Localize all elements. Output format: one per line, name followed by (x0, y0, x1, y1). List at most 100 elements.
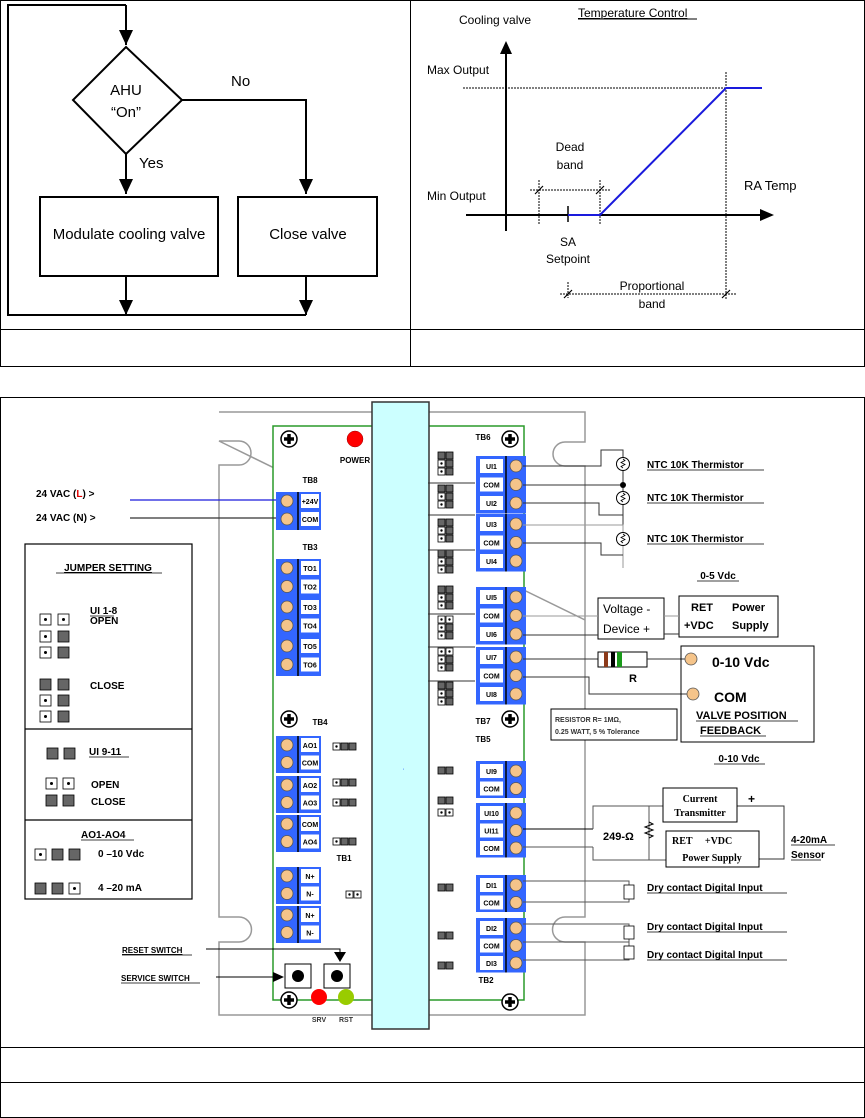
thermistor-wiring (523, 449, 624, 568)
prop-band-label-2: band (639, 297, 666, 311)
resistor-note (550, 708, 678, 741)
jumper-icon (437, 623, 446, 632)
x-axis-arrow (760, 209, 774, 221)
jumper-icon (437, 697, 446, 706)
jumper-icon (68, 882, 81, 895)
service-switch-label: SERVICE SWITCH (121, 974, 190, 983)
jumper-icon (45, 777, 58, 790)
prop-band-tick-2 (721, 289, 731, 299)
terminal-screw (509, 878, 523, 892)
yes-label: Yes (139, 155, 163, 172)
terminal-label: TO1 (303, 566, 317, 573)
sensor-label-1: 4-20mA (791, 835, 827, 846)
jumper-icon (332, 798, 341, 807)
jumper-icon (437, 601, 446, 610)
graph-title: Temperature Control (578, 6, 687, 20)
v010-ps-label-1: RET +VDC (672, 836, 732, 847)
jumper-icon (62, 777, 75, 790)
249-ohm-label: 249-Ω (603, 831, 634, 843)
terminal-label: COM (302, 517, 319, 524)
jumper-icon (437, 526, 446, 535)
terminal-screw (280, 738, 294, 752)
terminal-label: N+ (305, 874, 314, 881)
terminal-screw (280, 778, 294, 792)
arrow-head-decision (119, 30, 133, 45)
jumper-icon (437, 557, 446, 566)
wiring-caption-cell-1 (0, 1047, 865, 1083)
flowchart: AHU “On” Yes No Modulate cooling valve C… (7, 4, 378, 316)
reset-switch[interactable] (323, 963, 351, 989)
terminal-label: TO4 (303, 624, 317, 631)
terminal-screw (509, 669, 523, 682)
terminal-block-label-tb4: TB4 (312, 718, 328, 727)
rst-led-label: RST (339, 1017, 354, 1024)
power-led-label: POWER (340, 456, 370, 465)
terminal-screw (280, 869, 294, 883)
terminal-screw (280, 600, 294, 614)
current-transmitter (662, 787, 738, 823)
terminal-label: N+ (305, 913, 314, 920)
terminal-block-label-tb3: TB3 (302, 543, 318, 552)
terminal-label: COM (302, 761, 319, 768)
dead-band-label-1: Dead (556, 140, 585, 154)
internal-traces (428, 482, 475, 682)
terminal-label: AO2 (303, 783, 318, 790)
jumper-icon (445, 663, 454, 672)
terminal-label: N- (306, 931, 314, 938)
v05-ps-vdc: +VDC (684, 620, 714, 632)
jumper-icon (39, 613, 52, 626)
jumper-icon (39, 694, 52, 707)
terminal-screw (280, 619, 294, 632)
decision-diamond (71, 45, 184, 156)
jumper-icon (437, 534, 446, 543)
terminal-label: UI7 (486, 655, 497, 662)
terminal-screw (509, 921, 523, 935)
terminal-label: UI1 (486, 464, 497, 471)
power-input-n: 24 VAC (N) > (36, 513, 96, 524)
jumper-icon (445, 961, 454, 970)
voltage-device (597, 597, 665, 640)
terminal-label: COM (483, 483, 500, 490)
sensor-label-2: Sensor (791, 850, 825, 861)
flowchart-caption-cell (0, 329, 411, 367)
ct-plus: + (748, 792, 755, 806)
terminal-label: UI4 (486, 559, 497, 566)
power-input-l: 24 VAC (L) > (36, 489, 95, 500)
resistor-note-2: 0.25 WATT, 5 % Tolerance (555, 729, 640, 736)
jumper-icon (445, 585, 454, 594)
dry-contact-label-1: Dry contact Digital Input (647, 883, 763, 894)
feedback-v-label: 0-10 Vdc (712, 654, 770, 670)
service-switch[interactable] (284, 963, 312, 989)
terminal-label: UI11 (484, 829, 499, 836)
jumper-icon (437, 549, 446, 558)
jumper-icon (445, 549, 454, 558)
modulate-box (39, 196, 219, 277)
decision-text-2: “On” (111, 104, 141, 121)
dead-band-tick-2 (595, 185, 605, 195)
thermistor-icon (616, 491, 630, 505)
setpoint-label-2: Setpoint (546, 252, 591, 266)
thermistor-icon (616, 532, 630, 546)
jumper-icon (445, 601, 454, 610)
terminal-screw (509, 806, 523, 820)
terminal-screw (280, 926, 294, 939)
modulate-text: Modulate cooling valve (53, 226, 206, 243)
jumper-icon (445, 681, 454, 690)
dry-contact-1 (623, 884, 635, 900)
v010-ps-label-2: Power Supply (682, 853, 742, 864)
jumper-icon (445, 796, 454, 805)
terminal-block-label-tb7: TB7 (475, 717, 491, 726)
voltage-device-label-2: Device + (603, 622, 650, 636)
feedback-title-1: VALVE POSITION (696, 710, 787, 722)
jumper-icon (348, 742, 357, 751)
jumper-icon (332, 742, 341, 751)
terminal-screw (509, 782, 523, 795)
v05-ps-supply: Supply (732, 620, 770, 632)
terminal-screw (280, 887, 294, 900)
wiring-caption-cell-2 (0, 1082, 865, 1118)
jumper-icon (445, 518, 454, 527)
terminal-label: AO4 (303, 840, 318, 847)
jumper-icon (445, 883, 454, 892)
x-axis-label: RA Temp (744, 178, 797, 193)
jumper-icon (57, 646, 70, 659)
